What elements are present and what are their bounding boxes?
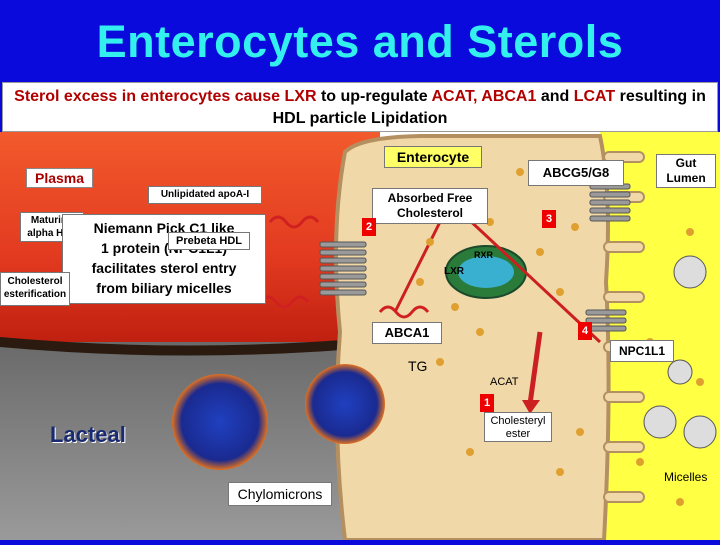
- acat-label: ACAT: [490, 376, 519, 388]
- slide-subtitle: Sterol excess in enterocytes cause LXR t…: [2, 82, 718, 132]
- npc1l1-label: NPC1L1: [610, 340, 674, 362]
- gut-lumen-label: Gut Lumen: [656, 154, 716, 188]
- plasma-label: Plasma: [26, 168, 94, 188]
- unlipidated-apoa1-label: Unlipidated apoA-I: [148, 186, 262, 204]
- rxr-label: RXR: [474, 250, 494, 260]
- abcg-label: ABCG5/G8: [528, 160, 624, 186]
- nucleus-inner: [458, 256, 514, 288]
- slide-title: Enterocytes and Sterols: [96, 16, 624, 67]
- subtitle-part-2: to up-regulate: [316, 88, 432, 105]
- chylomicrons-label: Chylomicrons: [228, 482, 332, 506]
- subtitle-part-1: LXR: [284, 88, 317, 105]
- niemann-pick-box: Niemann Pick C1 like 1 protein (NPC1L1) …: [62, 214, 266, 304]
- marker-1: 1: [480, 394, 494, 412]
- niemann-line-4: from biliary micelles: [96, 280, 232, 296]
- abca1-label: ABCA1: [372, 322, 442, 344]
- subtitle-part-6: resulting in HDL particle Lipidation: [272, 88, 706, 127]
- flux-arrow-c: [527, 331, 543, 405]
- flux-arrow-a: [448, 200, 602, 344]
- apoa1-squiggles: [258, 215, 430, 319]
- vessel-wall: [0, 337, 380, 356]
- transporter-abca1: [319, 241, 367, 296]
- lxr-label: LXR: [444, 266, 464, 277]
- marker-4: 4: [578, 322, 592, 340]
- marker-2: 2: [362, 218, 376, 236]
- transporter-npc1l1: [585, 309, 627, 332]
- micelle-shapes: [643, 255, 717, 449]
- cholesteryl-ester-label: Cholesteryl ester: [484, 412, 552, 442]
- micelles-label: Micelles: [664, 470, 708, 484]
- subtitle-part-5: LCAT: [573, 88, 616, 105]
- prebeta-hdl-label: Prebeta HDL: [168, 232, 250, 250]
- enterocyte-label: Enterocyte: [384, 146, 482, 168]
- flux-arrowhead: [522, 400, 540, 414]
- marker-3: 3: [542, 210, 556, 228]
- absorbed-cholesterol-label: Absorbed Free Cholesterol: [372, 188, 488, 224]
- chylomicron-1: [172, 374, 268, 470]
- subtitle-part-3: ACAT, ABCA1: [431, 88, 537, 105]
- cholesterol-esterification-label: Cholesterol esterification: [0, 272, 70, 306]
- subtitle-part-4: and: [536, 88, 574, 105]
- transporter-abcg: [589, 183, 631, 222]
- subtitle-part-0: Sterol excess in enterocytes cause: [14, 88, 285, 105]
- chylomicron-2: [305, 364, 385, 444]
- niemann-line-3: facilitates sterol entry: [91, 260, 237, 276]
- lacteal-label: Lacteal: [50, 422, 126, 447]
- diagram-canvas: [0, 132, 720, 542]
- tg-label: TG: [408, 358, 428, 374]
- enterocyte-diagram: Plasma Enterocyte ABCG5/G8 Gut Lumen Unl…: [0, 132, 720, 542]
